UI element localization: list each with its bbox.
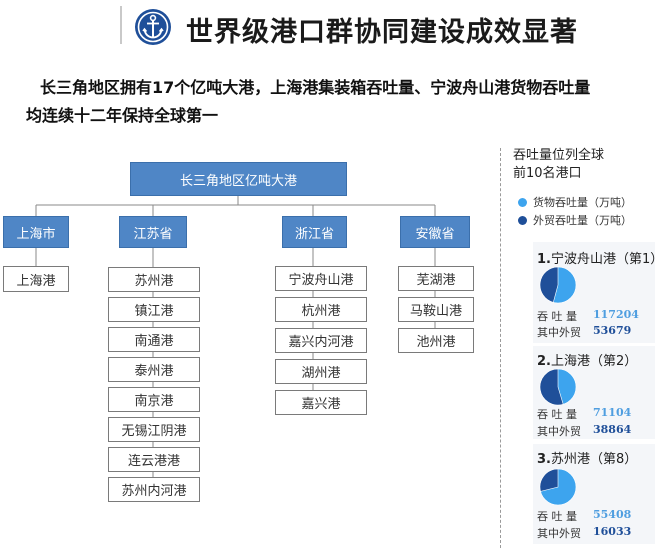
- port-pie-chart: [539, 468, 577, 506]
- page-title: 世界级港口群协同建设成效显著: [186, 17, 578, 48]
- stat-total: 吞 吐 量 117204: [537, 308, 639, 324]
- tree-root-node: 长三角地区亿吨大港: [130, 162, 347, 196]
- port-node: 杭州港: [275, 297, 367, 322]
- port-node: 马鞍山港: [398, 297, 474, 322]
- card-port-name: 上海港: [550, 354, 590, 369]
- legend-dot-icon: [518, 197, 527, 207]
- stat-label: 其中外贸: [537, 527, 581, 540]
- port-node: 芜湖港: [398, 266, 474, 291]
- port-node: 苏州港: [108, 267, 200, 292]
- port-pie-chart: [539, 266, 577, 304]
- sidebar-title-line-1: 吞吐量位列全球: [513, 148, 605, 163]
- legend-label: 货物吞吐量（万吨）: [533, 196, 632, 209]
- stat-foreign: 其中外贸 53679: [537, 324, 631, 340]
- stat-value: 117204: [593, 308, 639, 321]
- stat-label: 吞 吐 量: [537, 310, 577, 323]
- pie-slice-foreign: [539, 368, 564, 406]
- stat-label: 吞 吐 量: [537, 408, 577, 421]
- title-bar: 世界级港口群协同建设成效显著: [0, 0, 657, 56]
- port-node: 苏州内河港: [108, 477, 200, 502]
- stat-value: 71104: [593, 406, 632, 419]
- legend-item-foreign: 外贸吞吐量（万吨）: [518, 212, 632, 228]
- port-node: 南通港: [108, 327, 200, 352]
- card-rank: （第2）: [590, 354, 638, 369]
- card-title: 3.苏州港（第8）: [537, 448, 637, 467]
- stat-label: 其中外贸: [537, 425, 581, 438]
- card-rank: （第1）: [616, 252, 657, 267]
- port-pie-chart: [539, 368, 577, 406]
- province-anhui: 安徽省: [400, 216, 470, 248]
- port-node: 湖州港: [275, 359, 367, 384]
- stat-value: 53679: [593, 324, 632, 337]
- card-port-name: 苏州港: [550, 452, 590, 467]
- card-rank: （第8）: [590, 452, 638, 467]
- port-node: 池州港: [398, 328, 474, 353]
- port-node: 镇江港: [108, 297, 200, 322]
- card-index: 2.: [537, 354, 551, 369]
- tree-connectors: [35, 196, 436, 477]
- stat-value: 55408: [593, 508, 632, 521]
- port-node: 连云港港: [108, 447, 200, 472]
- card-title: 1.宁波舟山港（第1）: [537, 248, 657, 267]
- legend-item-cargo: 货物吞吐量（万吨）: [518, 194, 632, 210]
- card-index: 3.: [537, 452, 551, 467]
- province-shanghai: 上海市: [3, 216, 69, 248]
- port-node: 宁波舟山港: [275, 266, 367, 291]
- province-jiangsu: 江苏省: [119, 216, 187, 248]
- intro-line-2: 均连续十二年保持全球第一: [26, 106, 219, 125]
- stat-label: 其中外贸: [537, 326, 581, 339]
- stat-foreign: 其中外贸 16033: [537, 525, 631, 541]
- intro-line-1: 长三角地区拥有17个亿吨大港，上海港集装箱吞吐量、宁波舟山港货物吞吐量: [40, 78, 591, 97]
- port-node: 嘉兴港: [275, 390, 367, 415]
- anchor-logo-icon: [135, 9, 171, 45]
- stat-foreign: 其中外贸 38864: [537, 423, 631, 439]
- port-node: 嘉兴内河港: [275, 328, 367, 353]
- pie-slice-foreign: [539, 266, 559, 303]
- stat-label: 吞 吐 量: [537, 510, 577, 523]
- legend-dot-icon: [518, 215, 527, 225]
- pie-slice-foreign: [539, 468, 559, 492]
- port-node: 泰州港: [108, 357, 200, 382]
- sidebar-divider: [500, 148, 501, 548]
- stat-value: 16033: [593, 525, 632, 538]
- port-node: 上海港: [3, 266, 69, 292]
- port-node: 无锡江阴港: [108, 417, 200, 442]
- intro-text: 长三角地区拥有17个亿吨大港，上海港集装箱吞吐量、宁波舟山港货物吞吐量 均连续十…: [26, 74, 640, 130]
- stat-total: 吞 吐 量 55408: [537, 508, 631, 524]
- province-zhejiang: 浙江省: [282, 216, 347, 248]
- stat-value: 38864: [593, 423, 632, 436]
- port-node: 南京港: [108, 387, 200, 412]
- card-title: 2.上海港（第2）: [537, 350, 637, 369]
- card-index: 1.: [537, 252, 551, 267]
- card-port-name: 宁波舟山港: [550, 252, 616, 267]
- sidebar-title-line-2: 前10名港口: [513, 166, 582, 181]
- stat-total: 吞 吐 量 71104: [537, 406, 631, 422]
- legend-label: 外贸吞吐量（万吨）: [533, 214, 632, 227]
- sidebar-title: 吞吐量位列全球 前10名港口: [513, 147, 653, 183]
- title-divider: [120, 6, 122, 44]
